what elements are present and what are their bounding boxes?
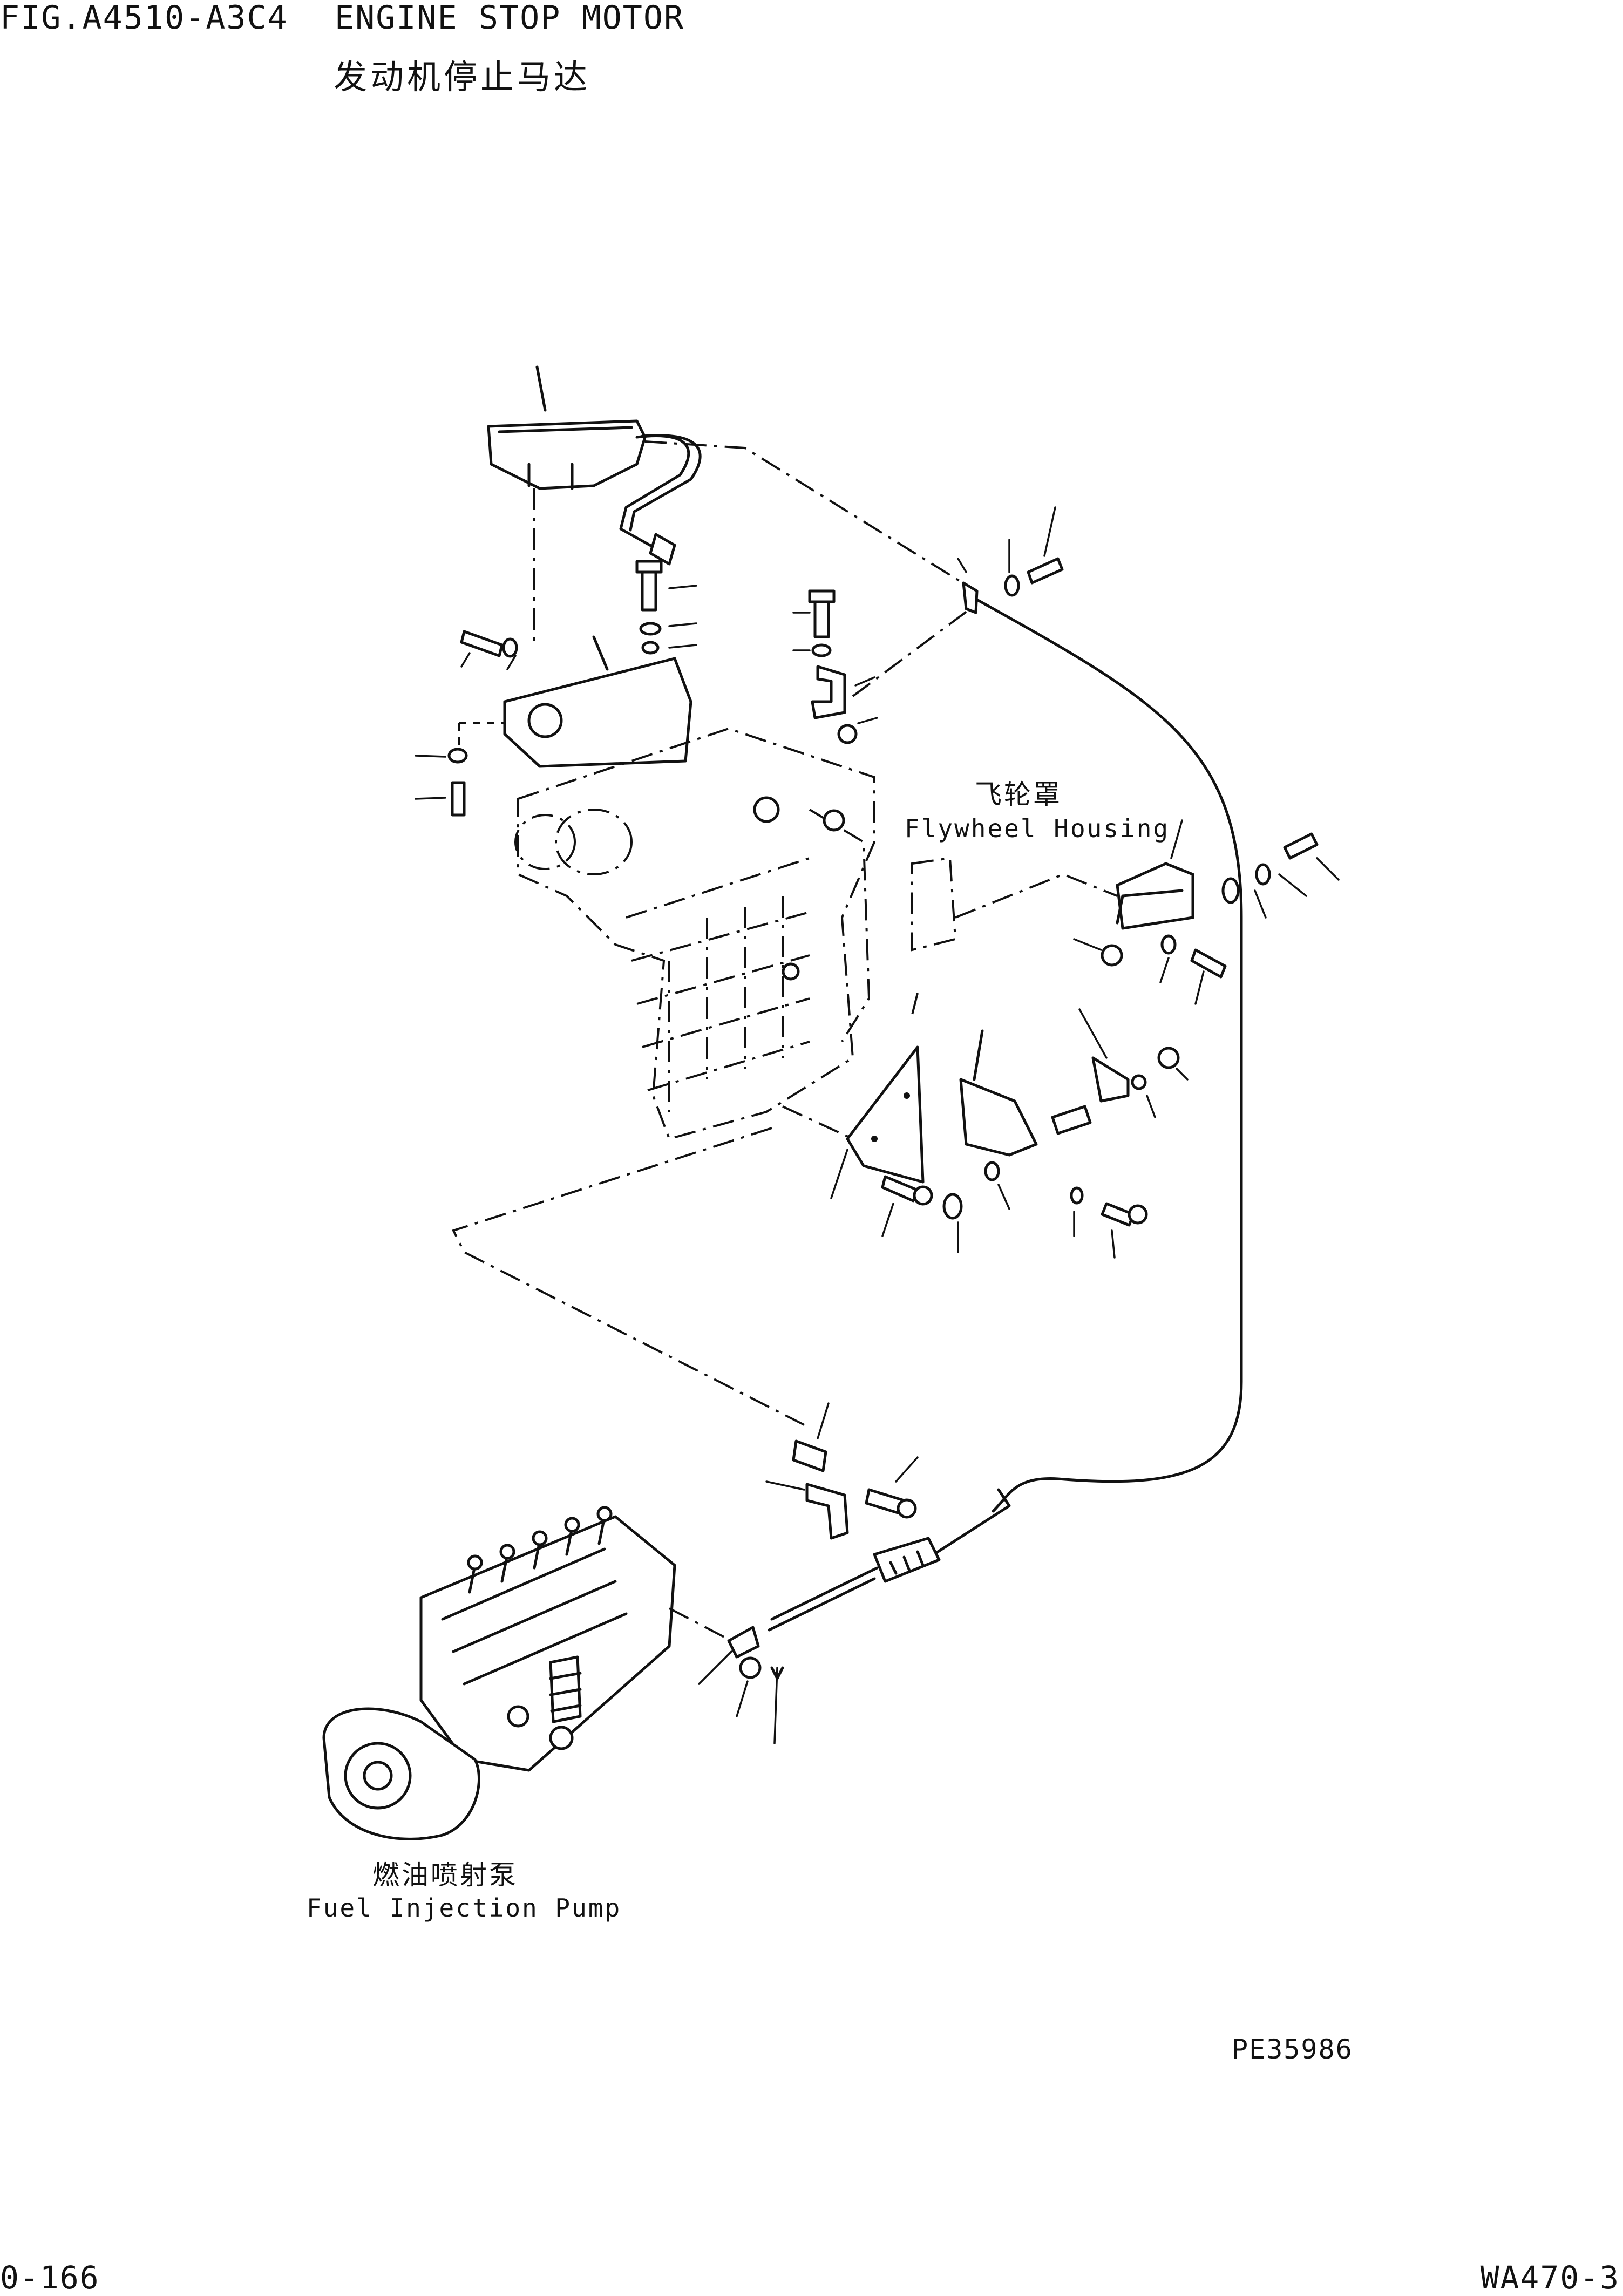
lower-fasteners: [881, 1161, 1148, 1259]
cable-end-assembly: [698, 1402, 1011, 1744]
clip-bracket: [811, 609, 970, 744]
mid-bracket-assembly: [782, 1008, 1189, 1199]
cable-clamp-top: [957, 506, 1064, 614]
stop-cable: [644, 440, 973, 589]
flywheel-housing-outline: [911, 857, 957, 1015]
drawing-number: PE35986: [1232, 2034, 1353, 2065]
page-number: 0-166: [0, 2259, 100, 2296]
title-chinese: 发动机停止马达: [334, 57, 591, 97]
bolt-cluster-upper: [460, 560, 836, 670]
model-name: WA470-3: [1480, 2259, 1620, 2296]
figure-id: FIG.A4510-A3C4: [0, 0, 288, 37]
left-fasteners: [415, 748, 468, 817]
fuel-injection-pump: [322, 1506, 732, 1840]
cable-clamp-right: [955, 819, 1340, 1005]
fuel-injection-pump-label-chinese: 燃油喷射泵: [372, 1859, 518, 1891]
upper-bracket: [458, 635, 692, 768]
stop-cable-sheath: [965, 592, 1243, 1513]
fuel-injection-pump-label: Fuel Injection Pump: [307, 1893, 622, 1923]
flywheel-housing-label: Flywheel Housing: [905, 814, 1170, 843]
engine-stop-motor: [487, 365, 702, 648]
phantom-line-lower: [452, 1127, 805, 1426]
flywheel-housing-label-chinese: 飞轮罩: [975, 779, 1062, 810]
title-english: ENGINE STOP MOTOR: [335, 0, 685, 37]
engine-block: [514, 727, 875, 1140]
